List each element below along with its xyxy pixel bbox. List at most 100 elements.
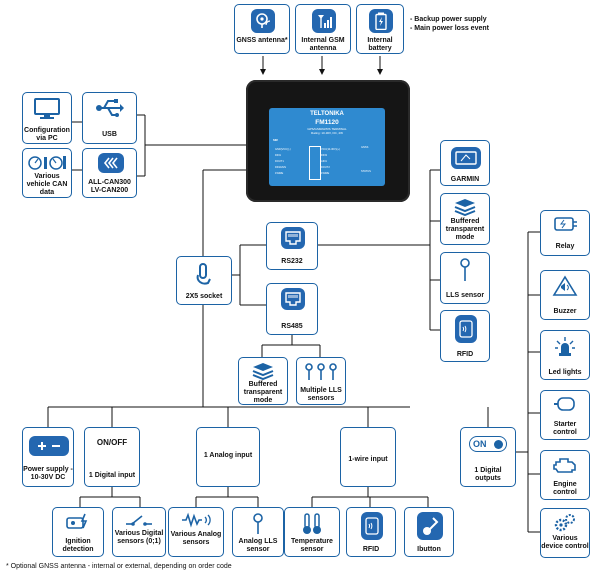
- ignition-box: Ignition detection: [52, 507, 104, 557]
- rs485-port-icon: [281, 288, 305, 310]
- pin-left-2: DIN1: [275, 154, 281, 157]
- rs232-box: RS232: [266, 222, 318, 270]
- pin-left-5: 1WIRE: [275, 172, 284, 175]
- digital-sensors-box: Various Digital sensors (0;1): [112, 507, 166, 557]
- can-adapter-box: ALL-CAN300 LV-CAN200: [82, 148, 137, 198]
- lls-sensors-icon: [305, 363, 337, 380]
- usb-box: USB: [82, 92, 137, 144]
- rs232-label: RS232: [281, 258, 303, 265]
- engine-label: Engine control: [553, 481, 577, 496]
- device-model: FM1120: [315, 119, 339, 126]
- analog-input-box: 1 Analog input: [196, 427, 260, 487]
- vehicle-can-label: Various vehicle CAN data: [26, 173, 68, 196]
- thermometer-icon: [303, 513, 321, 534]
- power-supply-box: Power supply - 10-30V DC: [22, 427, 74, 487]
- device-subtitle: GPS/GSM/GPRS TERMINAL: [307, 127, 347, 131]
- switch-icon: [126, 515, 152, 526]
- pin-right-3: AIN1: [321, 160, 327, 163]
- relay-box: Relay: [540, 210, 590, 256]
- battery-note-2: - Main power loss event: [410, 25, 489, 32]
- config-pc-label: Configuration via PC: [24, 127, 70, 142]
- gsm-antenna-label: Internal GSM antenna: [301, 37, 345, 52]
- on-dot-icon: [494, 439, 503, 449]
- onoff-title: ON/OFF: [96, 438, 128, 447]
- rfid-right-box: RFID: [440, 310, 490, 362]
- device-label-plate: TELTONIKA FM1120 GPS/GSM/GPRS TERMINAL R…: [269, 108, 385, 186]
- lls-sensor-box: LLS sensor: [440, 252, 490, 304]
- buffered-mode-box: Buffered transparent mode: [440, 193, 490, 245]
- battery-icon: [369, 9, 393, 33]
- rfid-card-icon: [361, 512, 383, 540]
- can-adapter-label: ALL-CAN300 LV-CAN200: [88, 179, 131, 194]
- monitor-icon: [34, 98, 60, 119]
- starter-box: Starter control: [540, 390, 590, 440]
- device-brand: TELTONIKA: [310, 111, 344, 117]
- pin-right-4: DOUT2: [321, 166, 330, 169]
- gnss-antenna-label: GNSS antenna*: [236, 37, 288, 44]
- analog-lls-label: Analog LLS sensor: [238, 538, 278, 553]
- rs485-label: RS485: [281, 323, 303, 330]
- buzzer-box: Buzzer: [540, 270, 590, 320]
- analog-sensors-box: Various Analog sensors: [168, 507, 224, 557]
- digital-outputs-box: ON 1 Digital outputs: [460, 427, 516, 487]
- pin-right-2: DIN3: [321, 154, 327, 157]
- socket-icon: [196, 263, 211, 285]
- onoff-box: ON/OFF 1 Digital input: [84, 427, 140, 487]
- lls-sensor-icon: [460, 258, 470, 281]
- digital-outputs-label: 1 Digital outputs: [474, 467, 502, 482]
- config-pc-box: Configuration via PC: [22, 92, 72, 144]
- layers-icon: [454, 199, 476, 216]
- ignition-icon: [66, 513, 88, 529]
- pin-right-5: 1WIRE: [321, 172, 330, 175]
- gnss-antenna-box: GNSS antenna*: [234, 4, 290, 54]
- ibutton-icon: [417, 512, 443, 540]
- relay-icon: [554, 217, 577, 231]
- led-gnss: GNSS: [361, 146, 369, 149]
- engine-box: Engine control: [540, 450, 590, 500]
- gauges-icon: [28, 156, 66, 170]
- multiple-lls-box: Multiple LLS sensors: [296, 357, 346, 405]
- usb-icon: [95, 99, 124, 117]
- footnote: * Optional GNSS antenna - internal or ex…: [6, 563, 232, 570]
- buffered-mode-label: Buffered transparent mode: [445, 218, 485, 241]
- power-supply-label: Power supply - 10-30V DC: [23, 466, 73, 481]
- garmin-label: GARMIN: [450, 176, 480, 183]
- temperature-box: Temperature sensor: [284, 507, 340, 557]
- temperature-label: Temperature sensor: [291, 538, 333, 553]
- ibutton-label: Ibutton: [417, 546, 441, 553]
- rs232-port-icon: [281, 227, 305, 249]
- garmin-icon: [451, 147, 481, 169]
- digital-sensors-label: Various Digital sensors (0;1): [114, 530, 164, 545]
- pin-right-1: VCC(10-30V)(+): [321, 148, 340, 151]
- rfid-bottom-label: RFID: [362, 546, 380, 553]
- one-wire-box: 1-wire input: [340, 427, 396, 487]
- ibutton-box: Ibutton: [404, 507, 454, 557]
- device-rating: Rating: 10-30V, DC, 2W: [311, 131, 343, 135]
- pin-left-1: GND(VCC)(-): [275, 148, 291, 151]
- rs485-buffered-label: Buffered transparent mode: [243, 381, 283, 404]
- analog-input-label: 1 Analog input: [203, 452, 253, 459]
- layers-icon: [252, 363, 274, 380]
- battery-note-1: - Backup power supply: [410, 16, 487, 23]
- rfid-card-icon: [455, 315, 477, 343]
- sim-label: SIM: [273, 139, 278, 142]
- led-light-icon: [555, 337, 575, 356]
- on-badge-text: ON: [473, 439, 487, 449]
- battery-plus-minus-icon: [29, 436, 69, 456]
- led-status: STATUS: [361, 170, 371, 173]
- gears-icon: [554, 514, 575, 532]
- starter-label: Starter control: [553, 421, 577, 436]
- vehicle-can-box: Various vehicle CAN data: [22, 148, 72, 198]
- buzzer-icon: [552, 275, 578, 296]
- rs485-box: RS485: [266, 283, 318, 335]
- battery-box: Internal battery: [356, 4, 404, 54]
- one-wire-label: 1-wire input: [348, 456, 388, 463]
- rfid-bottom-box: RFID: [346, 507, 396, 557]
- ignition-label: Ignition detection: [62, 538, 94, 553]
- socket-box: 2X5 socket: [176, 256, 232, 305]
- gsm-antenna-box: Internal GSM antenna: [295, 4, 351, 54]
- rfid-right-label: RFID: [456, 351, 474, 358]
- pin-left-4: DIN2/AIN: [275, 166, 286, 169]
- gnss-antenna-icon: [251, 9, 275, 33]
- connector-block: [309, 146, 321, 180]
